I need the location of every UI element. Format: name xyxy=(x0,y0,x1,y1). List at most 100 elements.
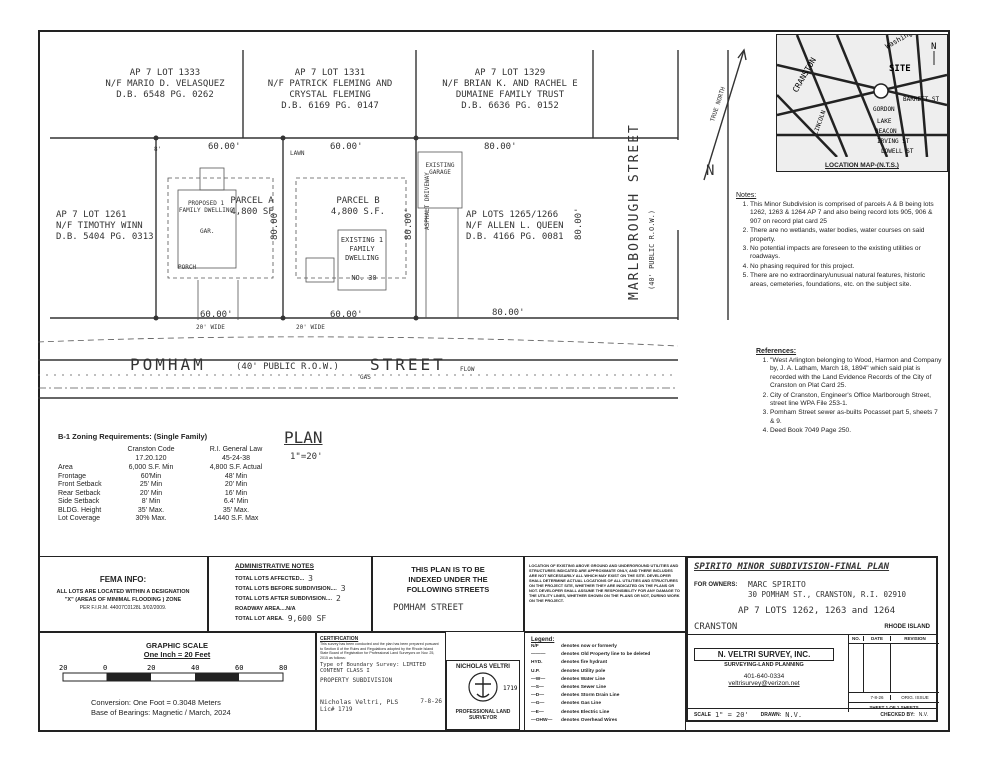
map-street-irving: IRVING ST xyxy=(877,138,910,145)
site-plan-drawing: N TRUE NORTH xyxy=(38,48,747,399)
legend-text: denotes Storm Drain Line xyxy=(561,693,620,699)
checked-label: CHECKED BY: xyxy=(880,711,915,718)
seal-caption: PROFESSIONAL LAND SURVEYOR xyxy=(455,709,511,721)
reference-item: Deed Book 7049 Page 250. xyxy=(770,427,944,435)
reference-item: City of Cranston, Engineer's Office Marl… xyxy=(770,392,944,409)
right-lot-label: AP LOTS 1265/1266 N/F ALLEN L. QUEEN D.B… xyxy=(466,210,564,242)
scale-tick-label: 40 xyxy=(191,664,199,672)
seal-name: NICHOLAS VELTRI xyxy=(456,664,510,670)
zoning-cell-v1: 35' Max. xyxy=(137,506,165,514)
indexed-streets-box: THIS PLAN IS TO BE INDEXED UNDER THE FOL… xyxy=(372,556,524,632)
map-street-lowell: LOWELL ST xyxy=(881,148,914,155)
title-city: CRANSTON xyxy=(694,622,738,632)
owner-name: MARC SPIRITO xyxy=(748,580,806,589)
parcel-a-label: PARCEL A 4,800 SF xyxy=(230,196,274,217)
legend-text: denotes Sewer Line xyxy=(561,685,607,691)
drawing-sheet xyxy=(38,30,950,732)
utility-note-box: LOCATION OF EXISTING ABOVE GROUND AND UN… xyxy=(524,556,686,632)
zoning-cell-v2: 1440 S.F. Max xyxy=(213,515,259,522)
title-footer: SCALE 1" = 20' DRAWN: N.V. CHECKED BY: N… xyxy=(688,708,936,720)
firm-sub: SURVEYING-LAND PLANNING xyxy=(724,662,804,668)
legend-text: denotes Electric Line xyxy=(561,709,610,715)
legend-item: —S—denotes Sewer Line xyxy=(531,684,679,692)
zoning-cell-label: Side Setback xyxy=(58,498,100,505)
checked-value: N.V. xyxy=(918,711,928,718)
zoning-cell-v2: 6.4' Min xyxy=(223,498,249,505)
seal-number: 1719 xyxy=(503,685,518,692)
lawn-label: LAWN xyxy=(290,150,305,157)
map-north-letter: N xyxy=(931,42,936,52)
legend-text: denotes Old Property line to be deleted xyxy=(561,652,651,658)
rev-col-date: DATE xyxy=(864,636,891,641)
zoning-cell-label: Rear Setback xyxy=(58,489,101,497)
zoning-cell-v1: 25' Min xyxy=(139,481,163,488)
gar-label: GAR. xyxy=(200,228,215,235)
plan-scale: 1"=20' xyxy=(290,452,323,462)
zoning-cell-v2: 16' Min xyxy=(224,489,248,497)
note-item: No phasing required for this project. xyxy=(750,263,936,271)
location-map: SITE CRANSTON Washington GORDON BARRETT … xyxy=(776,23,948,172)
walk-a-label: 20' WIDE xyxy=(196,324,225,331)
scale-value: 1" = 20' xyxy=(714,710,749,719)
admin-value: 3 xyxy=(308,574,313,583)
legend-text: denotes Overhead Wires xyxy=(561,717,618,723)
flow-label: FLOW xyxy=(460,366,475,373)
graphic-scale-title: GRAPHIC SCALE xyxy=(145,641,209,650)
admin-row: TOTAL LOTS AFFECTED...3 xyxy=(235,574,371,584)
zoning-cell-v2: 35' Max. xyxy=(222,506,250,514)
surveyor-seal: NICHOLAS VELTRI 1719 PROFESSIONAL LAND S… xyxy=(446,660,520,730)
conversion-text: Conversion: One Foot = 0.3048 Meters xyxy=(91,698,221,707)
owner-label: FOR OWNERS: xyxy=(694,582,738,588)
pomham-street-label: POMHAM xyxy=(130,355,206,374)
marlborough-street-label: MARLBOROUGH STREET xyxy=(627,123,642,300)
zoning-cell-label: Area xyxy=(58,464,73,471)
legend-symbol: HYD. xyxy=(531,660,543,666)
legend-symbol: —G— xyxy=(531,701,545,707)
legend-title: Legend: xyxy=(531,637,555,643)
references-title: References: xyxy=(756,348,797,355)
bearings-text: Base of Bearings: Magnetic / March, 2024 xyxy=(91,708,231,717)
walk-b-label: 20' WIDE xyxy=(296,324,325,331)
legend-text: denotes Water Line xyxy=(561,676,606,682)
admin-label: ROADWAY AREA....N/A xyxy=(235,606,296,612)
zoning-cell-v2: 4,800 S.F. Actual xyxy=(209,464,263,471)
legend-symbol: N/F xyxy=(531,644,539,649)
zoning-row: Area 6,000 S.F. Min 4,800 S.F. Actual xyxy=(58,464,278,473)
zoning-cell-v1: 6,000 S.F. Min xyxy=(128,464,174,471)
fema-line1: ALL LOTS ARE LOCATED WITHIN A DESIGNATIO… xyxy=(56,589,190,595)
plan-title: PLAN xyxy=(284,428,323,447)
dim-top-a: 60.00' xyxy=(208,142,241,152)
map-street-barrett: BARRETT ST xyxy=(903,96,940,103)
zoning-cell-v1: 30% Max. xyxy=(135,515,167,522)
drawn-label: DRAWN: xyxy=(760,711,782,718)
admin-label: TOTAL LOTS AFTER SUBDIVISION.... xyxy=(235,596,332,602)
scale-tick-label: 60 xyxy=(235,664,243,672)
zoning-cell-label: BLDG. Height xyxy=(58,506,102,514)
fema-line3: PER F.I.R.M. 44007C0128L 3/02/2009. xyxy=(79,605,167,611)
zoning-cell-label: Lot Coverage xyxy=(58,515,101,522)
legend-text: denotes Utility pole xyxy=(561,668,606,674)
map-street-beacon: BEACON xyxy=(875,128,897,135)
utility-note: LOCATION OF EXISTING ABOVE GROUND AND UN… xyxy=(529,563,680,603)
indexed-street: POMHAM STREET xyxy=(393,603,464,613)
cert-signature: Nicholas Veltri, PLS xyxy=(320,698,399,707)
cert-text: This survey has been conducted and the p… xyxy=(320,642,439,660)
rev-desc: ORIG. ISSUE xyxy=(901,695,929,700)
scale-label: SCALE xyxy=(694,711,711,718)
north-arrow-letter: N xyxy=(706,163,714,179)
neighbor-lot-1333: AP 7 LOT 1333 N/F MARIO D. VELASQUEZ D.B… xyxy=(105,68,225,100)
note-item: There are no wetlands, water bodies, wat… xyxy=(750,227,936,244)
title-block-title: SPIRITO MINOR SUBDIVISION-FINAL PLAN xyxy=(694,562,890,572)
certification-box: CERTIFICATION This survey has been condu… xyxy=(316,632,446,732)
fema-info-box: FEMA INFO: ALL LOTS ARE LOCATED WITHIN A… xyxy=(38,556,208,632)
admin-notes-box: ADMINISTRATIVE NOTES TOTAL LOTS AFFECTED… xyxy=(208,556,372,632)
cert-type: Type of Boundary Survey: LIMITED CONTENT… xyxy=(320,662,426,675)
cert-purpose: PROPERTY SUBDIVISION xyxy=(320,677,393,685)
gas-label: GAS xyxy=(360,374,371,381)
